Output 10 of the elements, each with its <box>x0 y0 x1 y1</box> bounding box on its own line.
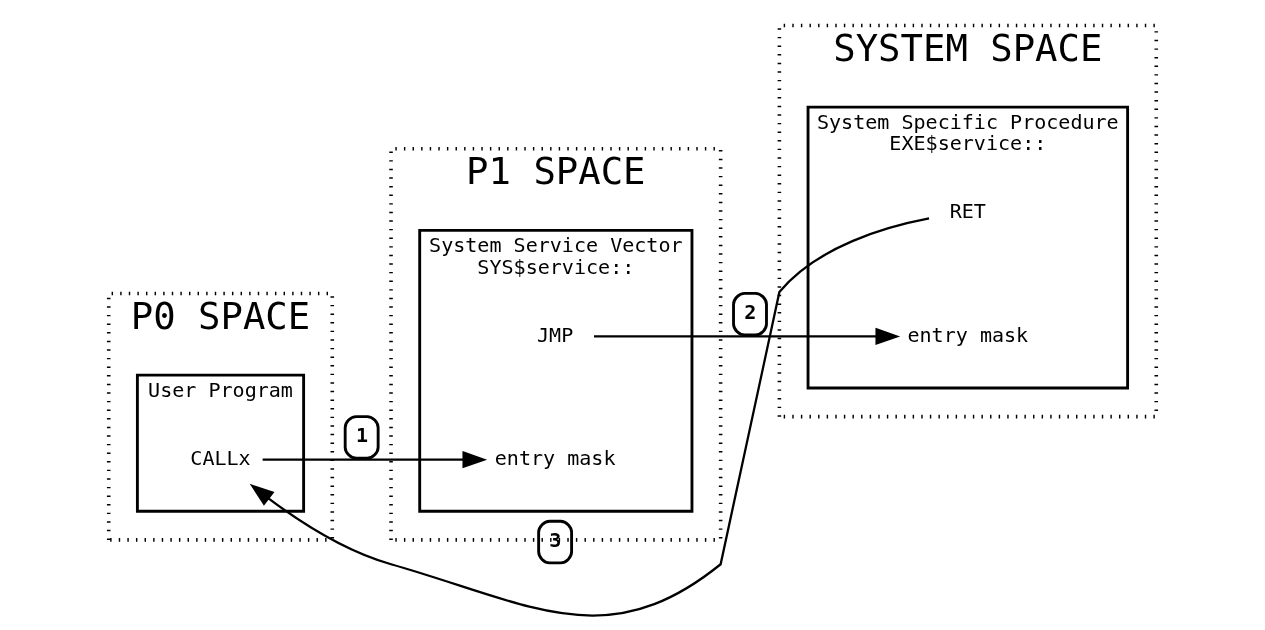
node-text: JMP <box>537 322 574 347</box>
node-text: entry mask <box>494 445 616 470</box>
arrow <box>594 327 901 346</box>
node-text: entry mask <box>907 322 1029 347</box>
node-text: RET <box>949 199 986 224</box>
edge-label: 1 <box>355 423 369 448</box>
arrow <box>249 217 930 617</box>
arrow <box>262 451 488 469</box>
node-text: CALLx <box>190 445 251 470</box>
edge-label: 2 <box>744 299 757 324</box>
